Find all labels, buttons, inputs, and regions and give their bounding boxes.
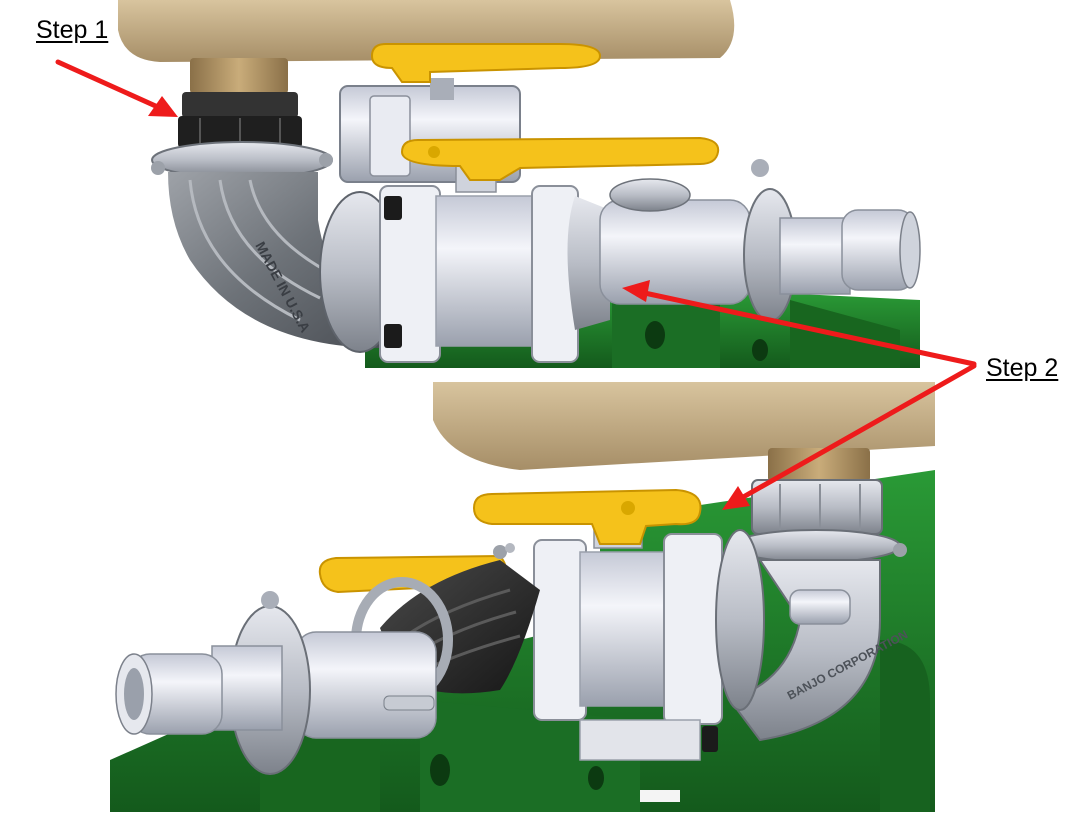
bottom-valve-handle [472,488,702,545]
bottom-steel-adapter [731,479,907,563]
top-upper-handle [370,43,602,83]
top-lower-handle [400,136,720,181]
top-black-adapter [178,92,302,148]
top-tank-fitting [190,58,288,94]
step-1-label: Step 1 [36,16,109,44]
bottom-outlet-pipe [115,591,437,775]
bottom-tank-fitting [768,448,870,482]
bottom-view-assembly: BANJO CORPORATION [110,382,935,812]
top-view-assembly: MADE IN U.S.A [118,0,921,368]
top-main-valve [379,155,579,363]
top-outlet-pipe [567,159,921,330]
bottom-main-valve [533,511,765,761]
step-2-label: Step 2 [986,354,1059,382]
